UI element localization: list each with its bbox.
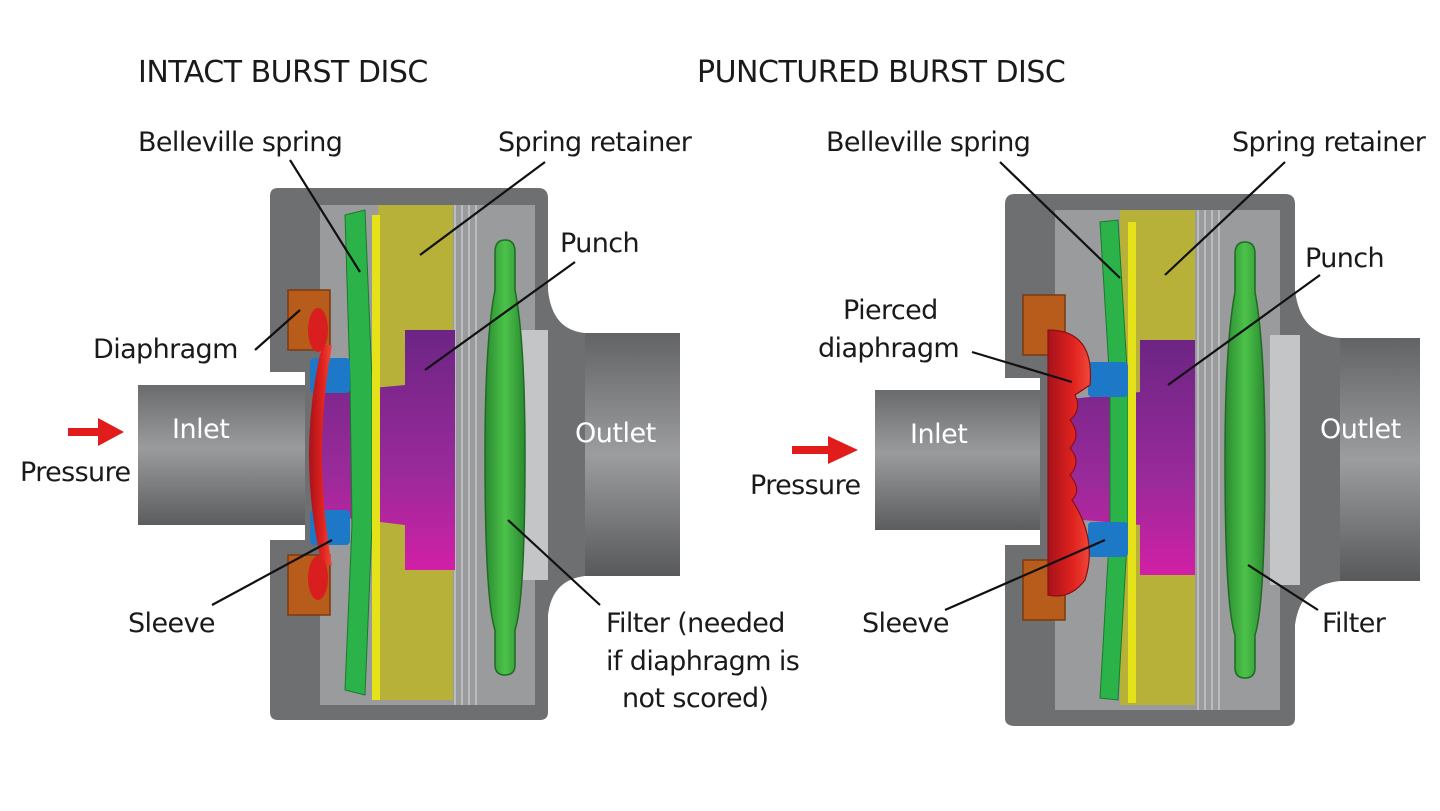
intact-label-filter-2: if diaphragm is	[606, 646, 799, 677]
intact-leader-punch	[424, 261, 576, 371]
punctured-leader-filter	[1247, 564, 1319, 611]
intact-spring-yellow	[372, 215, 380, 700]
intact-label-outlet: Outlet	[575, 418, 656, 449]
punctured-label-outlet: Outlet	[1320, 414, 1401, 445]
intact-label-pressure: Pressure	[20, 457, 131, 488]
intact-pressure-arrow	[68, 418, 124, 446]
intact-diaphragm	[309, 345, 332, 565]
intact-label-belleville-spring: Belleville spring	[138, 127, 342, 158]
punctured-leader-sleeve	[944, 538, 1106, 612]
intact-leader-lines	[211, 159, 601, 606]
intact-label-inlet: Inlet	[172, 414, 229, 445]
punctured-leader-pierced	[971, 350, 1073, 384]
punctured-label-punch: Punch	[1305, 243, 1384, 274]
punctured-title: PUNCTURED BURST DISC	[697, 55, 1065, 90]
intact-label-diaphragm: Diaphragm	[93, 334, 238, 365]
intact-label-punch: Punch	[560, 228, 639, 259]
intact-punch	[310, 330, 455, 570]
intact-label-sleeve: Sleeve	[128, 608, 215, 639]
punctured-leader-retainer	[1164, 161, 1286, 276]
intact-assembly	[138, 188, 680, 720]
intact-inlet-pipe	[138, 385, 308, 525]
punctured-leader-punch	[1167, 274, 1321, 386]
punctured-label-filter: Filter	[1322, 608, 1387, 639]
punctured-spring-yellow	[1128, 222, 1136, 703]
intact-title: INTACT BURST DISC	[138, 55, 428, 90]
punctured-label-pierced-2: diaphragm	[818, 333, 959, 364]
intact-leader-sleeve	[211, 539, 333, 606]
intact-label-filter-1: Filter (needed	[606, 608, 785, 639]
punctured-label-sleeve: Sleeve	[862, 608, 949, 639]
punctured-leader-lines	[944, 161, 1321, 612]
intact-label-spring-retainer: Spring retainer	[498, 127, 693, 158]
punctured-pressure-arrow	[792, 436, 858, 464]
intact-leader-filter	[507, 519, 601, 606]
intact-label-filter-3: not scored)	[622, 683, 768, 714]
intact-filter	[484, 239, 526, 676]
punctured-belleville-spring	[1099, 219, 1129, 701]
intact-diaphragm-top	[308, 308, 328, 352]
intact-threads	[454, 205, 477, 705]
punctured-label-belleville-spring: Belleville spring	[826, 127, 1030, 158]
punctured-assembly	[875, 194, 1420, 726]
intact-belleville-spring	[344, 209, 373, 696]
punctured-label-inlet: Inlet	[910, 419, 967, 450]
intact-leader-retainer	[419, 161, 546, 256]
punctured-pierced-diaphragm	[1047, 329, 1092, 597]
punctured-inlet-pipe	[875, 390, 1045, 530]
intact-leader-diaphragm	[254, 309, 301, 351]
punctured-bore	[1270, 335, 1300, 585]
intact-diaphragm-bottom	[308, 556, 328, 600]
punctured-label-pierced-1: Pierced	[843, 295, 938, 326]
punctured-sleeve-bottom	[1088, 522, 1128, 557]
punctured-label-spring-retainer: Spring retainer	[1232, 127, 1427, 158]
punctured-label-pressure: Pressure	[750, 470, 861, 501]
punctured-threads	[1197, 210, 1220, 710]
intact-leader-belleville	[289, 159, 361, 273]
punctured-leader-belleville	[999, 161, 1121, 279]
punctured-sleeve-top	[1088, 362, 1128, 397]
